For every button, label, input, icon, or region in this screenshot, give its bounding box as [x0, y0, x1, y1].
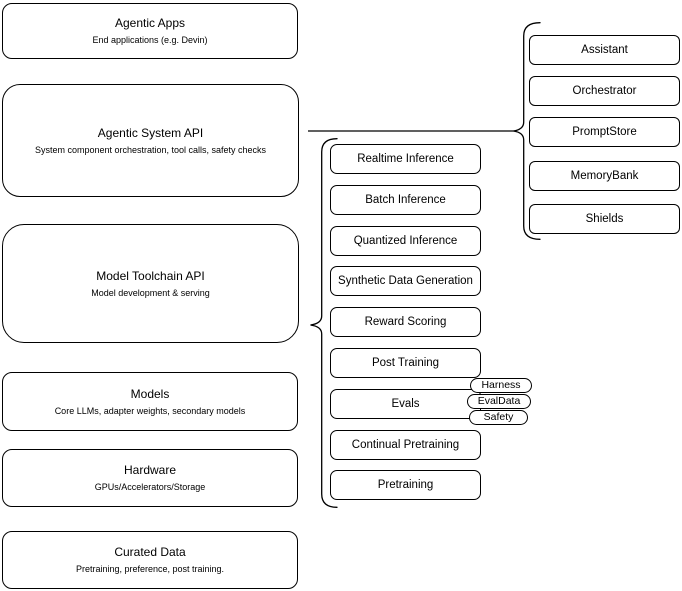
node-models: Models Core LLMs, adapter weights, secon… [2, 372, 298, 431]
node-reward-scoring: Reward Scoring [330, 307, 481, 337]
node-title: Model Toolchain API [96, 268, 205, 283]
node-model-toolchain-api: Model Toolchain API Model development & … [2, 224, 299, 343]
node-memorybank: MemoryBank [529, 161, 680, 191]
node-quantized-inference: Quantized Inference [330, 226, 481, 256]
node-subtitle: Model development & serving [91, 287, 210, 298]
node-evals: Evals [330, 389, 481, 419]
node-title: Agentic System API [97, 125, 204, 140]
node-title: Agentic Apps [114, 16, 186, 30]
node-assistant: Assistant [529, 35, 680, 65]
node-eval-harness: Harness [470, 378, 532, 393]
node-batch-inference: Batch Inference [330, 185, 481, 215]
node-title: Hardware [123, 463, 177, 477]
node-shields: Shields [529, 204, 680, 234]
node-title: Models [130, 386, 170, 401]
node-synthetic-data-generation: Synthetic Data Generation [330, 266, 481, 296]
node-orchestrator: Orchestrator [529, 76, 680, 106]
node-promptstore: PromptStore [529, 117, 680, 147]
node-subtitle: System component orchestration, tool cal… [34, 144, 267, 155]
node-curated-data: Curated Data Pretraining, preference, po… [2, 531, 298, 589]
node-pretraining: Pretraining [330, 470, 481, 500]
node-realtime-inference: Realtime Inference [330, 144, 481, 174]
node-subtitle: Core LLMs, adapter weights, secondary mo… [54, 405, 246, 416]
node-eval-safety: Safety [469, 410, 528, 425]
node-agentic-system-api: Agentic System API System component orch… [2, 84, 299, 197]
node-eval-evaldata: EvalData [467, 394, 531, 409]
node-hardware: Hardware GPUs/Accelerators/Storage [2, 449, 298, 507]
node-continual-pretraining: Continual Pretraining [330, 430, 481, 460]
node-subtitle: Pretraining, preference, post training. [75, 564, 225, 574]
node-agentic-apps: Agentic Apps End applications (e.g. Devi… [2, 3, 298, 59]
node-subtitle: End applications (e.g. Devin) [92, 35, 208, 45]
node-subtitle: GPUs/Accelerators/Storage [94, 482, 206, 492]
node-title: Curated Data [114, 545, 186, 559]
node-post-training: Post Training [330, 348, 481, 378]
